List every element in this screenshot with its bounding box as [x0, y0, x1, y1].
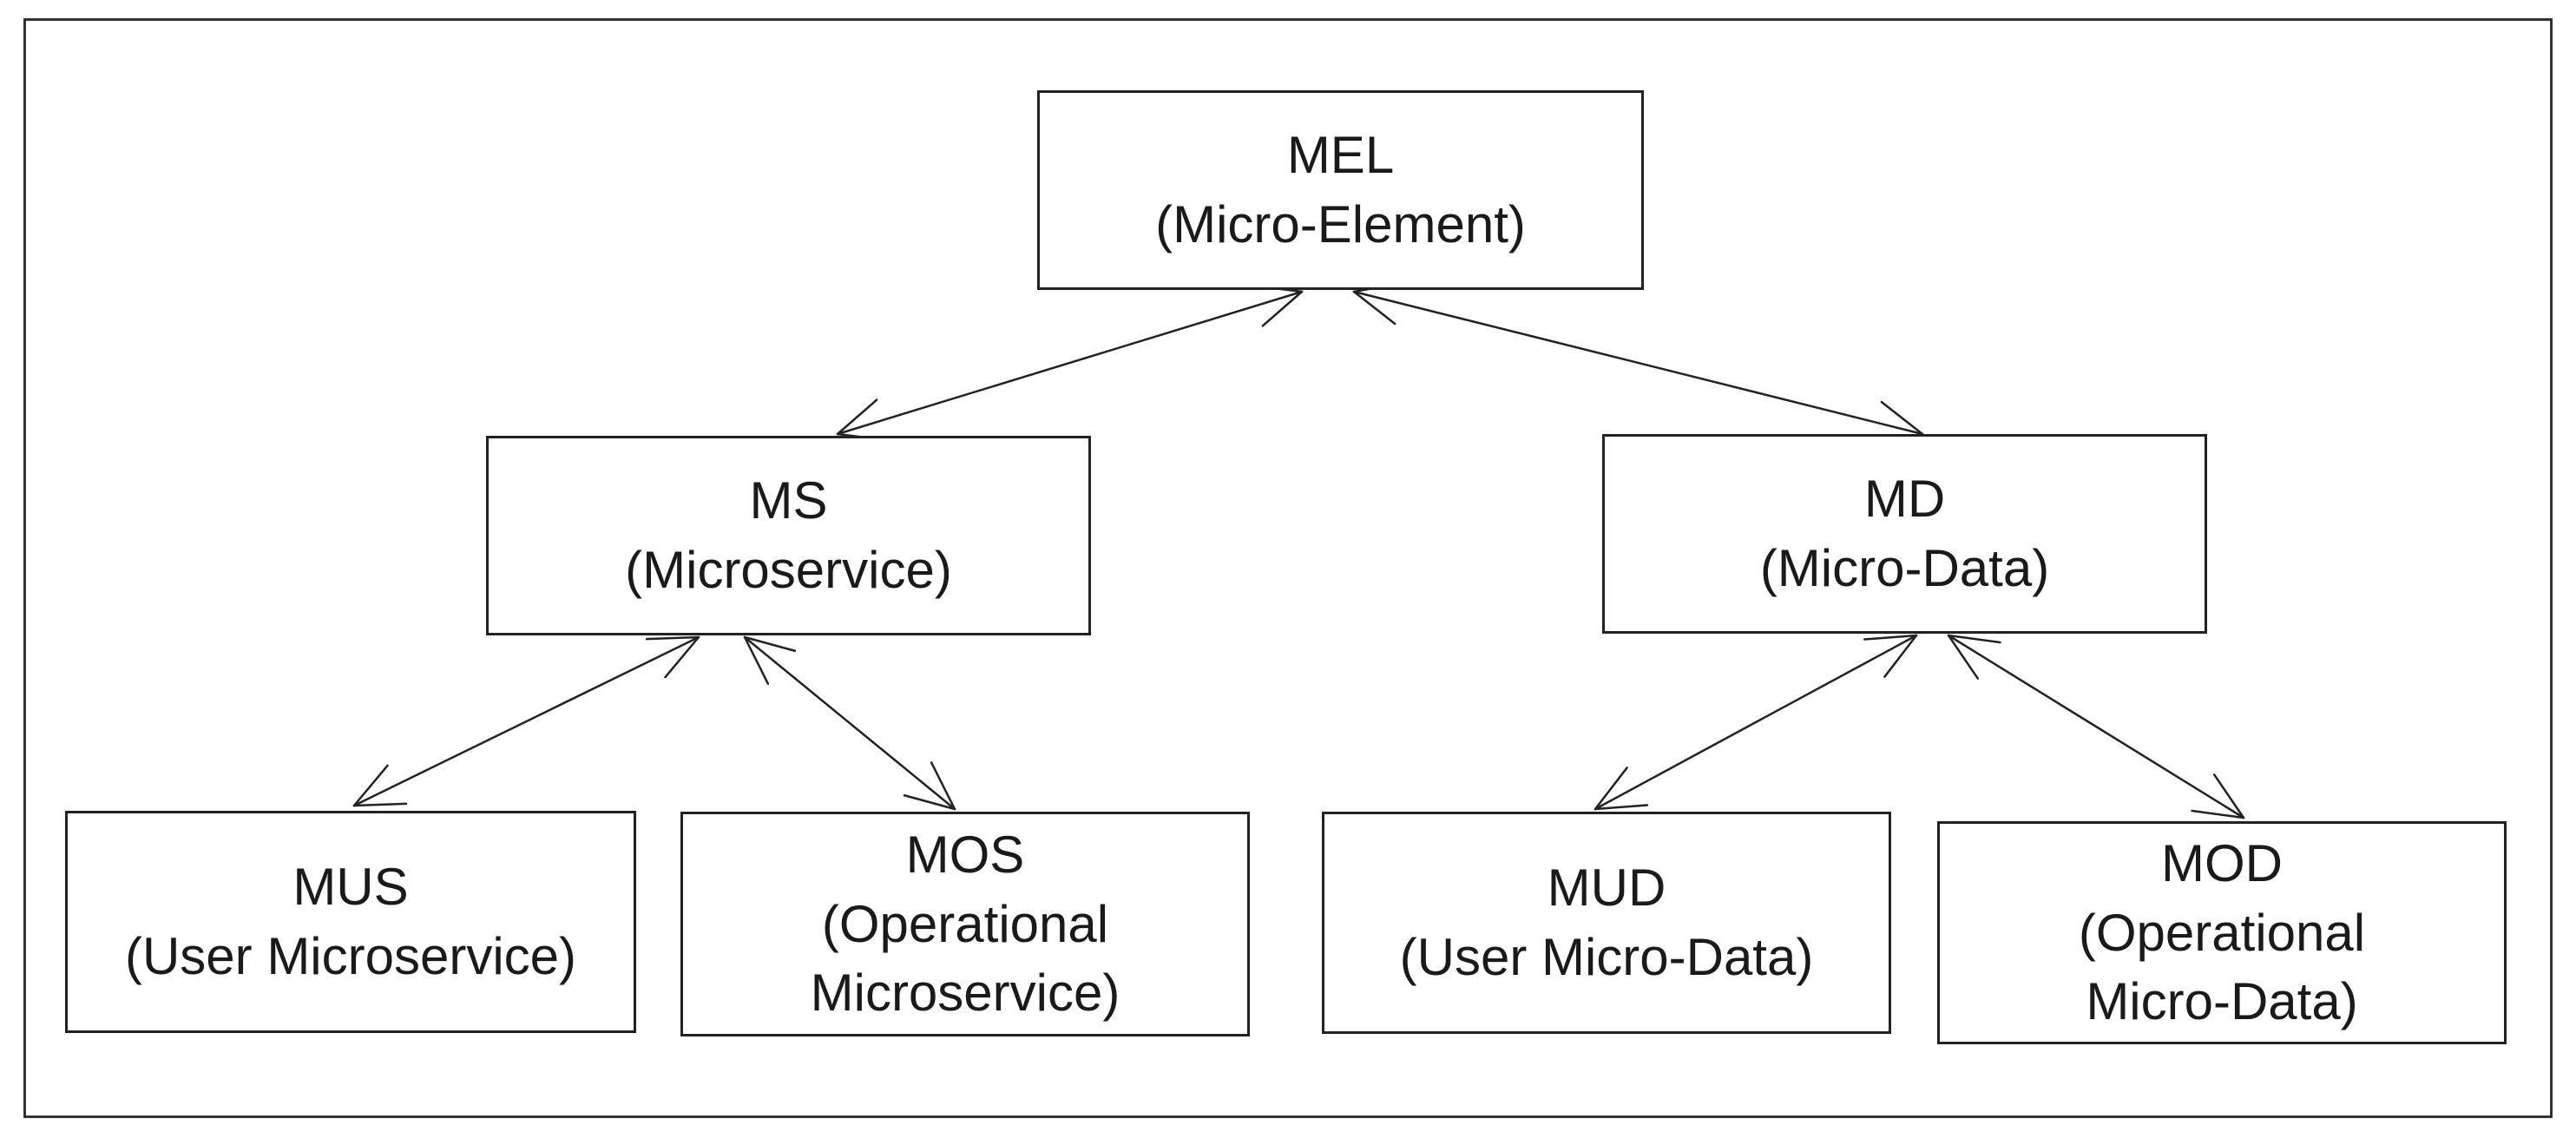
- edge-mel-md: [1352, 281, 1924, 444]
- node-mus: MUS (User Microservice): [65, 811, 636, 1033]
- node-mus-name: MUS: [292, 858, 409, 917]
- node-mud-desc: (User Micro-Data): [1399, 928, 1814, 986]
- node-md-desc: (Micro-Data): [1759, 539, 2050, 597]
- node-mod-desc-line1: (Operational: [2078, 903, 2366, 962]
- node-ms-desc: (Microservice): [625, 541, 952, 599]
- node-mod-desc-line2: Micro-Data): [2086, 972, 2358, 1031]
- edge-md-mud: [1594, 634, 1918, 811]
- node-ms-name: MS: [749, 471, 828, 530]
- node-md-name: MD: [1863, 470, 1946, 529]
- node-mos-desc-line2: Microservice): [810, 964, 1120, 1023]
- edge-ms-mus: [352, 635, 700, 807]
- edge-mel-ms: [836, 284, 1304, 442]
- node-mel-desc: (Micro-Element): [1155, 195, 1526, 253]
- node-mod: MOD (Operational Micro-Data): [1937, 821, 2507, 1044]
- node-mel: MEL (Micro-Element): [1037, 90, 1644, 290]
- node-md: MD (Micro-Data): [1602, 434, 2207, 634]
- edge-md-mod: [1947, 634, 2245, 819]
- node-mud-name: MUD: [1547, 859, 1666, 918]
- node-mus-desc: (User Microservice): [124, 927, 577, 985]
- node-mos: MOS (Operational Microservice): [680, 812, 1250, 1036]
- node-ms: MS (Microservice): [486, 436, 1091, 635]
- node-mos-name: MOS: [905, 825, 1025, 884]
- node-mod-name: MOD: [2161, 833, 2283, 892]
- node-mos-desc-line1: (Operational: [821, 894, 1109, 953]
- edge-ms-mos: [743, 635, 956, 811]
- node-mel-name: MEL: [1286, 126, 1395, 185]
- node-mud: MUD (User Micro-Data): [1322, 812, 1891, 1034]
